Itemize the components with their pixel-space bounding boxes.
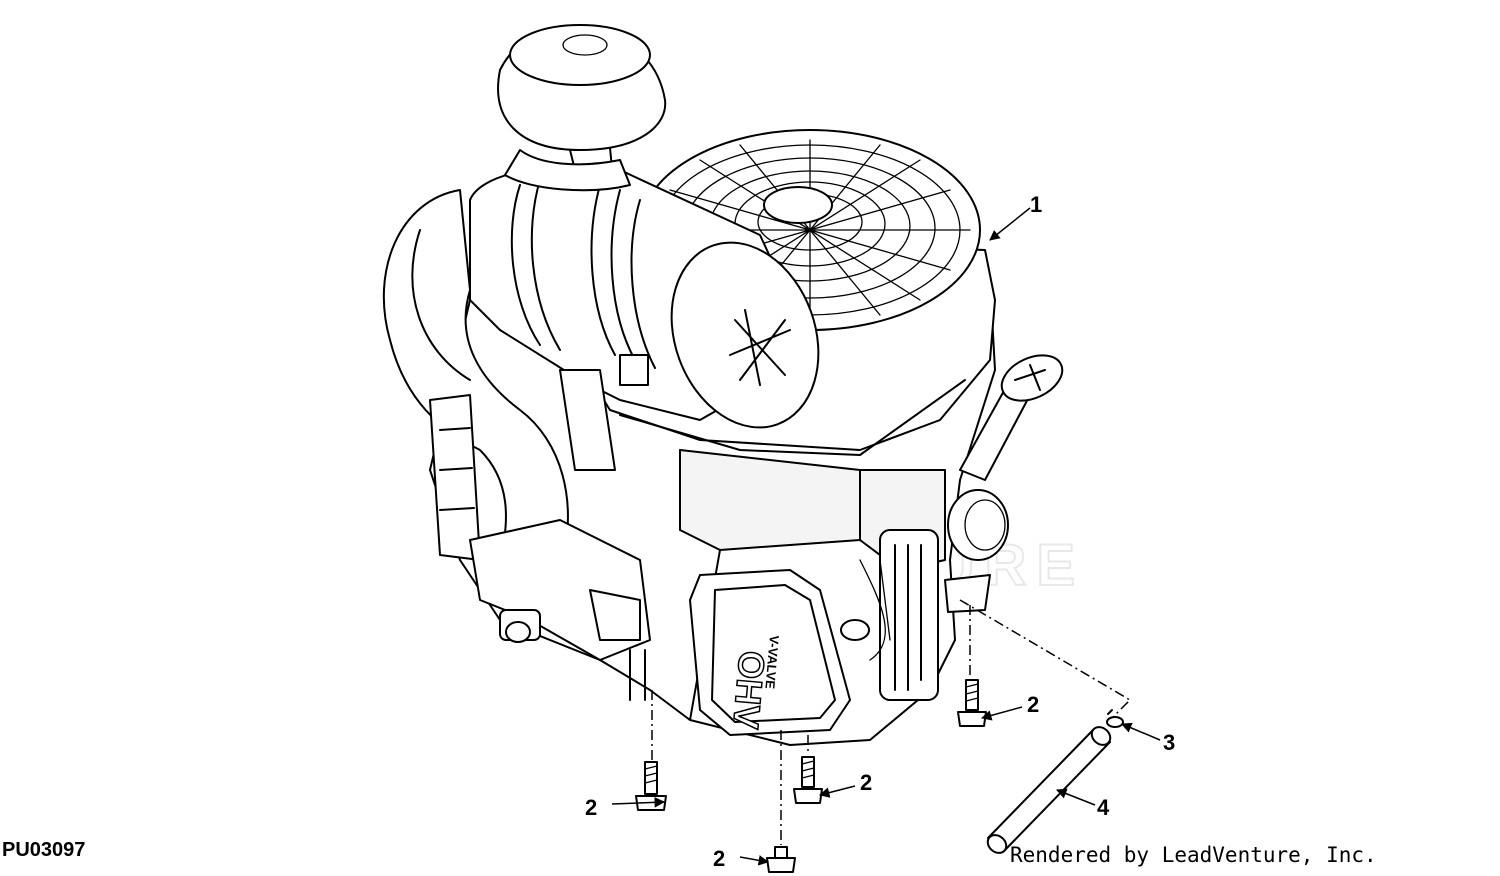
oil-fill-tube [959,354,1064,481]
callout-2-right: 2 [1027,692,1039,717]
flange-bolt [957,679,987,727]
flange-bolt [766,846,796,873]
figure-id: PU03097 [2,839,85,861]
callout-2-middle: 2 [860,770,872,795]
leader-lines [611,207,1161,866]
callout-2-left: 2 [585,795,597,820]
engine-assembly: OHV V-VALVE [382,24,1064,746]
oil-filter [944,489,1009,613]
valve-cover-vvalve-label: V-VALVE [762,635,782,690]
carburetor-area [429,394,651,701]
flange-bolt [793,756,823,804]
air-cleaner [469,165,820,471]
render-credit: Rendered by LeadVenture, Inc. [1010,843,1377,867]
valve-cover: OHV V-VALVE [689,569,851,736]
cooling-fins [879,529,939,701]
callout-1: 1 [1030,192,1042,217]
valve-cover-ohv-label: OHV [725,649,773,730]
callout-4: 4 [1097,795,1110,820]
pre-cleaner-dome [497,24,667,192]
hose-clamp [1106,709,1124,728]
callout-2-bottom: 2 [713,846,725,871]
assembly-centerlines [651,599,1132,845]
callout-3: 3 [1163,730,1175,755]
drain-hose [986,726,1112,854]
